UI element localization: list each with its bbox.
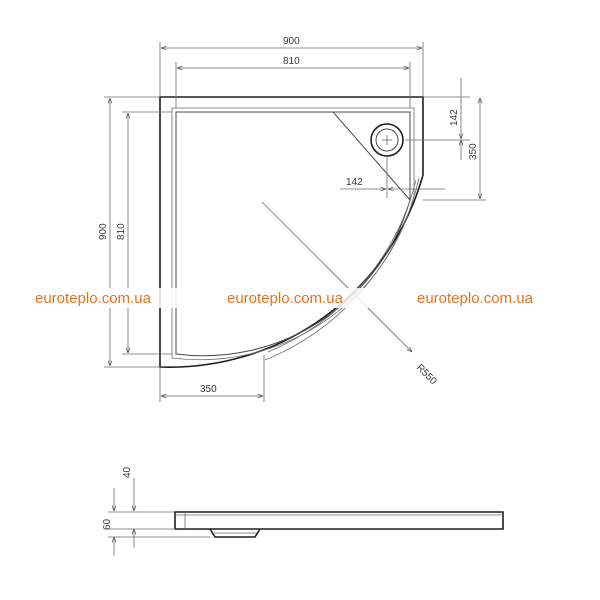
watermarks: euroteplo.com.ua euroteplo.com.ua eurote…: [30, 288, 534, 308]
profile-view: 40 60: [102, 466, 504, 556]
dim-drain-offset-top: 142: [449, 109, 460, 126]
tray-inner-basin: [175, 111, 411, 357]
drain-corner-panel: [331, 111, 411, 202]
watermark-text-1: euroteplo.com.ua: [35, 290, 152, 307]
drain-icon: [370, 123, 404, 157]
watermark-text-2: euroteplo.com.ua: [227, 290, 344, 307]
dim-drain-span: 350: [468, 143, 479, 160]
tray-curve-shadow: [267, 179, 417, 353]
radius-label: R550: [414, 362, 439, 387]
dim-outer-width: 900: [283, 36, 300, 47]
dim-drain-offset-side: 142: [346, 177, 363, 188]
dim-bottom-straight: 350: [200, 384, 217, 395]
radius-leader: [261, 201, 412, 352]
tray-curve-shadow-2: [264, 177, 420, 361]
plan-view: R550 900 810 900 810 142 350: [98, 36, 486, 402]
dim-profile-height-total: 60: [102, 518, 113, 530]
dim-outer-depth: 900: [98, 223, 109, 240]
tray-outer-outline: [159, 96, 424, 368]
dim-profile-height-top: 40: [122, 466, 133, 478]
dim-inner-depth: 810: [116, 223, 127, 240]
dim-inner-width: 810: [283, 56, 300, 67]
tray-profile-body: [174, 511, 504, 530]
drain-profile: [209, 528, 261, 538]
watermark-text-3: euroteplo.com.ua: [417, 290, 534, 307]
